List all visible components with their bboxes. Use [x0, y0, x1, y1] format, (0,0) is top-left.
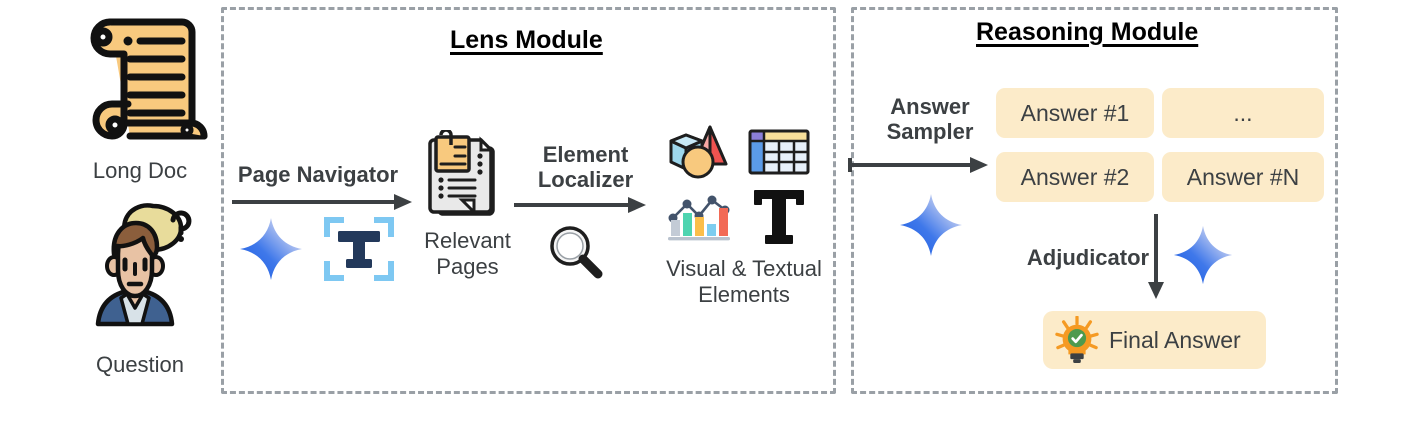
table-icon: [748, 128, 810, 176]
answer-box-ellipsis[interactable]: ...: [1162, 88, 1324, 138]
arrow-page-navigator: [232, 194, 412, 210]
answer-box-1[interactable]: Answer #1: [996, 88, 1154, 138]
answer-box-2-label: Answer #2: [1020, 163, 1130, 190]
adjudicator-label: Adjudicator: [1026, 245, 1150, 270]
lens-module-frame: [221, 7, 836, 394]
relevant-pages-label: Relevant Pages: [424, 228, 511, 279]
input-long-doc: [70, 6, 210, 156]
reasoning-module-title: Reasoning Module: [976, 18, 1199, 46]
page-navigator-label: Page Navigator: [237, 162, 399, 187]
scroll-document-icon: [90, 18, 208, 140]
answer-box-n-label: Answer #N: [1186, 163, 1300, 190]
arrow-adjudicator: [1148, 214, 1164, 299]
shapes-3d-icon: [666, 124, 730, 180]
visual-textual-elements-label: Visual & Textual Elements: [666, 256, 822, 307]
gemini-sparkle-icon: [238, 216, 304, 282]
documents-stack-icon: [427, 128, 505, 222]
letter-t-icon: [752, 188, 806, 246]
gemini-sparkle-icon: [1172, 224, 1234, 286]
final-answer-box[interactable]: Final Answer: [1043, 311, 1266, 369]
lens-module-title: Lens Module: [450, 26, 603, 54]
gemini-sparkle-icon: [898, 192, 964, 258]
text-detect-icon: [322, 212, 396, 286]
input-question-label: Question: [95, 352, 185, 377]
person-question-icon: [95, 203, 192, 327]
answer-box-1-label: Answer #1: [1020, 99, 1130, 126]
answer-box-ellipsis-label: ...: [1233, 99, 1253, 126]
input-question: [78, 198, 208, 328]
arrow-element-localizer: [514, 197, 646, 213]
answer-box-2[interactable]: Answer #2: [996, 152, 1154, 202]
final-answer-label: Final Answer: [1109, 326, 1241, 353]
answer-sampler-label: Answer Sampler: [886, 94, 974, 144]
arrow-answer-sampler: [848, 157, 988, 173]
reasoning-module-frame: [851, 7, 1338, 394]
bar-line-chart-icon: [666, 186, 732, 244]
answer-box-n[interactable]: Answer #N: [1162, 152, 1324, 202]
element-localizer-label: Element Localizer: [537, 142, 634, 192]
lightbulb-check-icon: [1055, 316, 1099, 364]
input-long-doc-label: Long Doc: [92, 158, 188, 183]
magnifier-icon: [546, 222, 606, 282]
